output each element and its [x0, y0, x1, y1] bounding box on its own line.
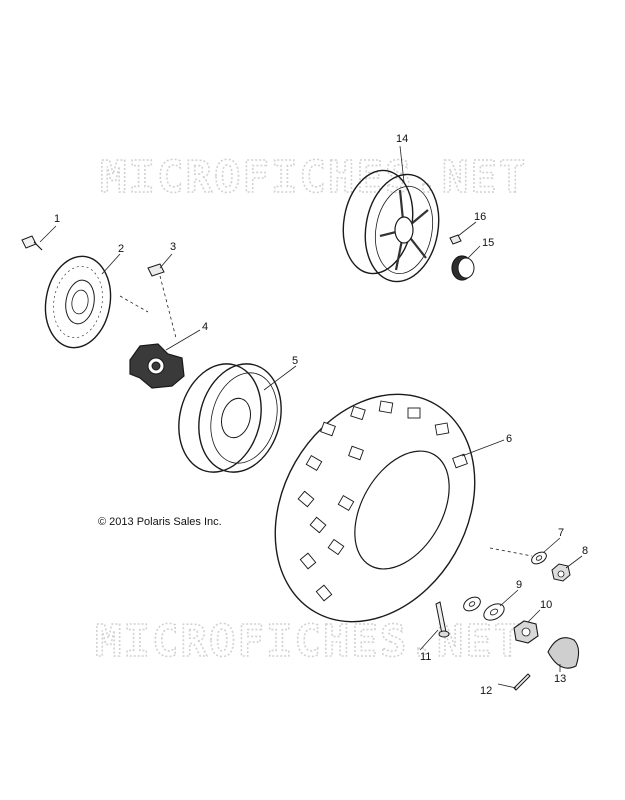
callout-8: 8	[582, 545, 588, 557]
part-small-stud	[449, 234, 462, 245]
callout-3: 3	[170, 241, 176, 253]
watermark-top: MICROFICHES.NET	[100, 152, 527, 203]
callout-11: 11	[420, 651, 431, 663]
leader-lines	[39, 145, 583, 689]
callout-1: 1	[54, 213, 60, 225]
part-center-cap	[547, 637, 580, 669]
copyright-text: © 2013 Polaris Sales Inc.	[98, 516, 222, 528]
part-lug-nut	[513, 620, 539, 644]
callout-12: 12	[480, 685, 492, 697]
callout-5: 5	[292, 355, 298, 367]
part-wheel-stud	[147, 263, 165, 277]
watermark-bottom: MICROFICHES.NET	[95, 616, 522, 667]
part-bolt	[21, 235, 43, 251]
part-tire	[274, 393, 476, 623]
part-rear-rim	[342, 169, 440, 283]
part-hub-bearing	[451, 255, 475, 281]
callout-2: 2	[118, 243, 124, 255]
callout-16: 16	[474, 211, 486, 223]
callout-10: 10	[540, 599, 552, 611]
callouts: 1 2 3 4 5 6 7 8 9 10 11 12 13 14 15 16	[54, 133, 588, 697]
part-brake-disc	[44, 255, 112, 349]
callout-13: 13	[554, 673, 566, 685]
part-nut	[551, 563, 571, 582]
part-valve-stem	[435, 601, 450, 638]
callout-9: 9	[516, 579, 522, 591]
callout-6: 6	[506, 433, 512, 445]
callout-7: 7	[558, 527, 564, 539]
part-washer	[531, 551, 547, 565]
part-cotter-pin	[513, 673, 531, 691]
callout-15: 15	[482, 237, 494, 249]
part-wheel-hub	[129, 343, 185, 389]
part-washer-pair	[463, 596, 505, 621]
part-front-rim	[178, 363, 282, 473]
callout-14: 14	[396, 133, 408, 145]
callout-4: 4	[202, 321, 208, 333]
